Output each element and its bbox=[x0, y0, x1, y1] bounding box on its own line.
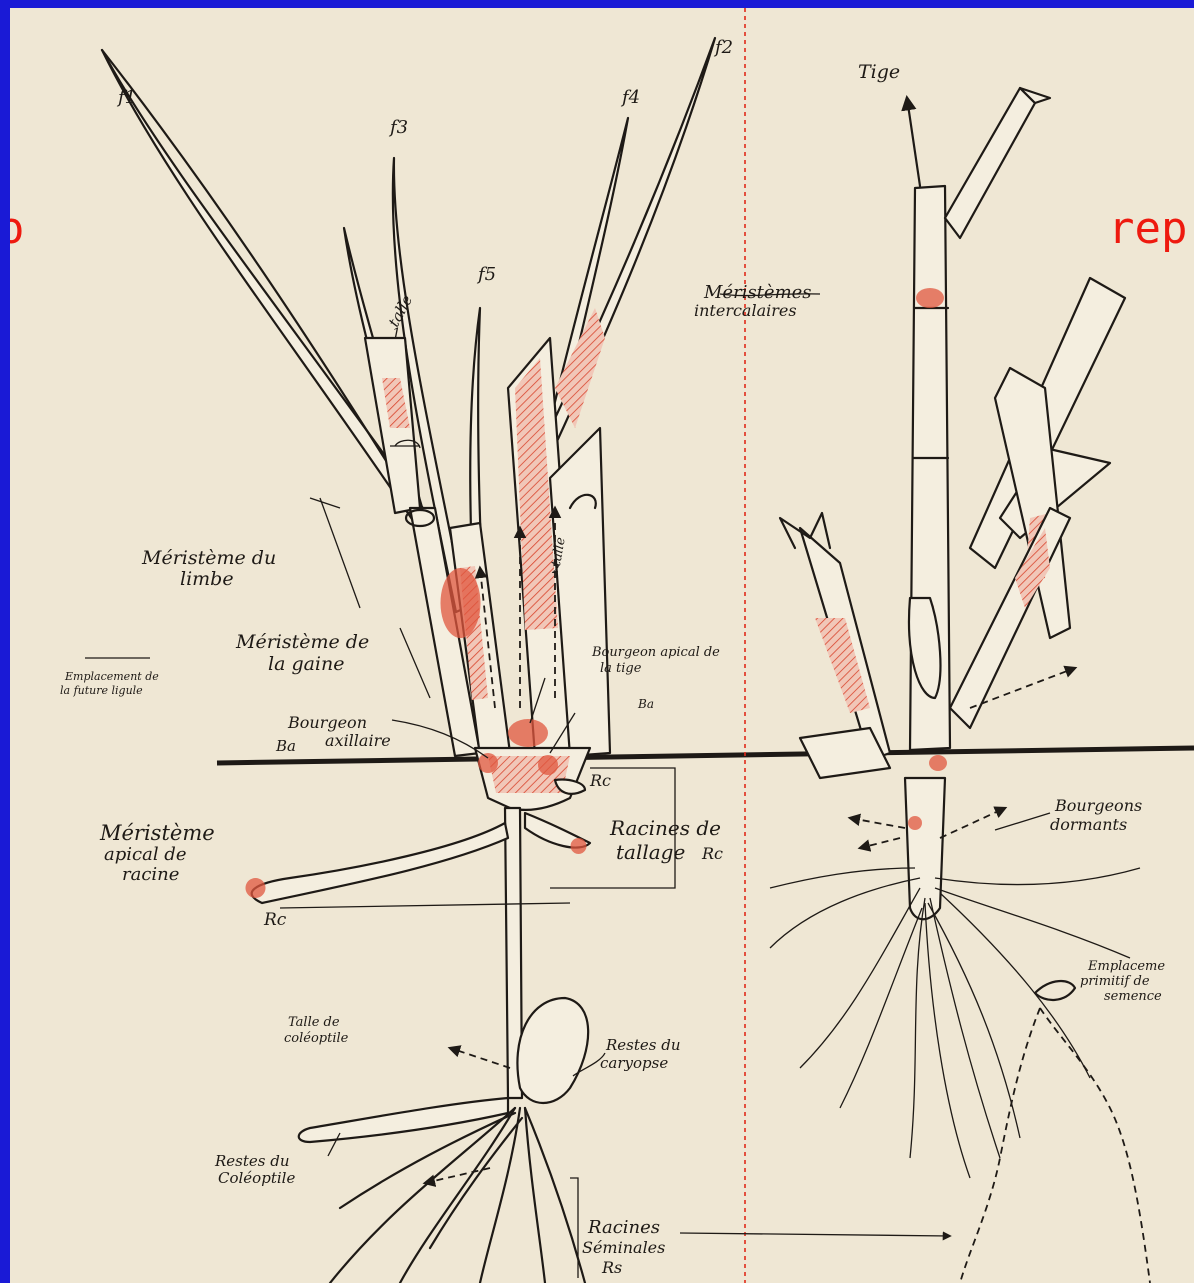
label-bourgeon-axillaire-2: axillaire bbox=[325, 731, 391, 750]
label-emplacement-2: primitif de bbox=[1080, 974, 1150, 989]
label-meristeme-racine-1: Méristème bbox=[99, 821, 215, 845]
label-tige: Tige bbox=[858, 61, 900, 83]
label-ba-right: Ba bbox=[637, 697, 654, 711]
label-bourgeons-dormants-1: Bourgeons bbox=[1054, 796, 1142, 815]
label-f1: f1 bbox=[116, 87, 136, 108]
caryopse bbox=[517, 998, 588, 1103]
label-racines-tallage-2: tallage bbox=[616, 840, 685, 864]
label-talle-coleoptile-1: Talle de bbox=[288, 1015, 340, 1030]
label-meristeme-gaine-1: Méristème de bbox=[235, 631, 369, 653]
label-restes-coleoptile-1: Restes du bbox=[214, 1152, 290, 1170]
label-f3: f3 bbox=[388, 117, 408, 138]
label-racines-seminales-1: Racines bbox=[587, 1217, 660, 1238]
seed-trace bbox=[960, 1008, 1040, 1283]
label-talle-coleoptile-2: coléoptile bbox=[284, 1031, 349, 1046]
overlay-text-left: o bbox=[10, 203, 25, 254]
label-rc-top: Rc bbox=[589, 771, 611, 790]
label-meristeme-racine-2: apical de bbox=[104, 844, 186, 865]
right-plant bbox=[770, 88, 1150, 1283]
overlay-text-right: rep bbox=[1108, 203, 1187, 254]
tige-arrow bbox=[907, 98, 920, 186]
label-rc-mid: Rc bbox=[701, 844, 723, 863]
label-meristeme-gaine-2: la gaine bbox=[268, 653, 345, 675]
illustration-plate: o rep f1 f2 f3 f4 f5 talle 1 talle 2 Mér… bbox=[10, 8, 1194, 1283]
label-talle2-num: 2 bbox=[551, 562, 560, 576]
label-rs: Rs bbox=[601, 1258, 622, 1277]
label-talle1: talle bbox=[385, 292, 417, 330]
wheat-tillering-diagram: o rep f1 f2 f3 f4 f5 talle 1 talle 2 Mér… bbox=[10, 8, 1194, 1283]
label-emplacement-1: Emplaceme bbox=[1087, 959, 1165, 974]
label-bourgeon-apical-2: la tige bbox=[600, 661, 642, 676]
label-ba-left: Ba bbox=[275, 737, 296, 755]
label-f2: f2 bbox=[713, 37, 733, 58]
label-meristeme-racine-3: racine bbox=[122, 864, 179, 885]
label-restes-caryopse-2: caryopse bbox=[600, 1054, 668, 1072]
label-bourgeon-apical-1: Bourgeon apical de bbox=[591, 645, 720, 660]
adventitious-roots bbox=[770, 868, 1140, 1178]
label-f5: f5 bbox=[476, 264, 496, 285]
label-meristemes-intercalaires-1: Méristèmes bbox=[703, 282, 812, 303]
label-restes-caryopse-1: Restes du bbox=[605, 1036, 681, 1054]
label-restes-coleoptile-2: Coléoptile bbox=[218, 1169, 295, 1187]
soil-line bbox=[217, 748, 1194, 763]
label-meristeme-limbe-2: limbe bbox=[180, 568, 234, 590]
label-meristemes-intercalaires-2: intercalaires bbox=[694, 301, 797, 320]
label-bourgeon-axillaire-1: Bourgeon bbox=[287, 713, 367, 732]
label-talle1-num: 1 bbox=[392, 326, 401, 342]
label-racines-seminales-2: Séminales bbox=[582, 1238, 665, 1257]
label-ligule-1: Emplacement de bbox=[64, 670, 159, 683]
label-f4: f4 bbox=[620, 87, 640, 108]
root-tallage-left bbox=[252, 823, 508, 903]
label-meristeme-limbe-1: Méristème du bbox=[141, 547, 276, 569]
label-emplacement-3: semence bbox=[1104, 989, 1162, 1004]
label-rc-bottom: Rc bbox=[263, 910, 287, 930]
label-ligule-2: la future ligule bbox=[60, 684, 143, 697]
label-bourgeons-dormants-2: dormants bbox=[1050, 815, 1127, 834]
label-racines-tallage-1: Racines de bbox=[609, 816, 721, 840]
leaf-f1 bbox=[102, 50, 430, 528]
